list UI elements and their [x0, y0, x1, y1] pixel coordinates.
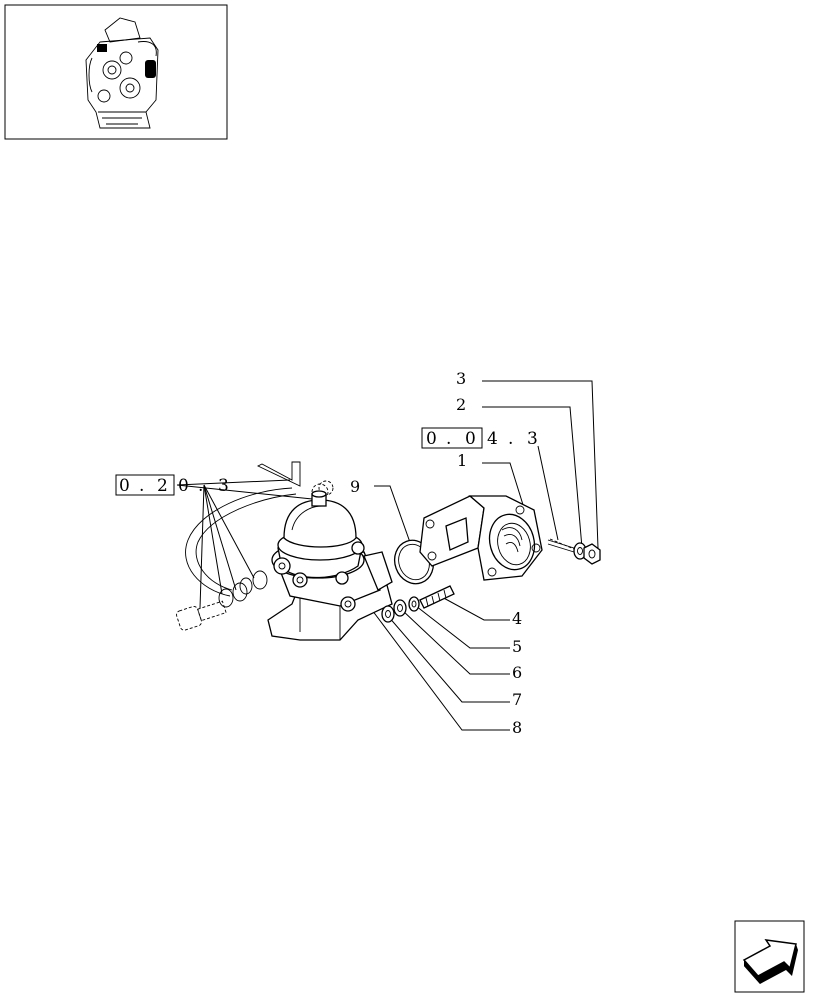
- ref-char: 0: [426, 429, 437, 449]
- callout-7: 7: [512, 690, 522, 709]
- callout-1: 1: [457, 451, 467, 470]
- fuel-pipe: [185, 461, 334, 597]
- callout-4: 4: [512, 609, 522, 628]
- ref-char: .: [446, 429, 451, 449]
- ref-char: 4: [487, 429, 498, 449]
- ref-char: 3: [527, 429, 538, 449]
- ref-char: 0: [465, 429, 476, 449]
- ref-char: .: [139, 476, 144, 496]
- ref-char: 3: [218, 476, 229, 496]
- ref-char: .: [508, 429, 513, 449]
- next-page-button[interactable]: [734, 920, 805, 993]
- leader-lines: [176, 380, 599, 731]
- engine-thumbnail[interactable]: [4, 4, 228, 140]
- callout-9: 9: [350, 477, 360, 496]
- reference-0-20-3[interactable]: 0 . 2 0 . 3: [115, 474, 229, 496]
- callout-2: 2: [456, 395, 466, 414]
- stud: [419, 585, 455, 609]
- spacer-flange: [419, 495, 543, 581]
- banjo-bolt-assembly: [176, 570, 268, 631]
- nut: [381, 605, 395, 623]
- nut: [583, 543, 601, 565]
- ref-char: .: [198, 476, 203, 496]
- arrow-next-icon: [742, 939, 798, 984]
- callout-6: 6: [512, 663, 522, 682]
- callout-3: 3: [456, 369, 466, 388]
- fuel-pump: [267, 490, 393, 641]
- washer: [408, 596, 420, 612]
- ref-char: 0: [119, 476, 130, 496]
- flange-bolt: [547, 538, 575, 553]
- ref-char: 2: [157, 476, 168, 496]
- callout-5: 5: [512, 637, 522, 656]
- callout-8: 8: [512, 718, 522, 737]
- engine-overview-icon: [85, 17, 159, 129]
- reference-0-04-3[interactable]: 0 . 0 4 . 3: [421, 427, 538, 449]
- washer: [393, 599, 407, 617]
